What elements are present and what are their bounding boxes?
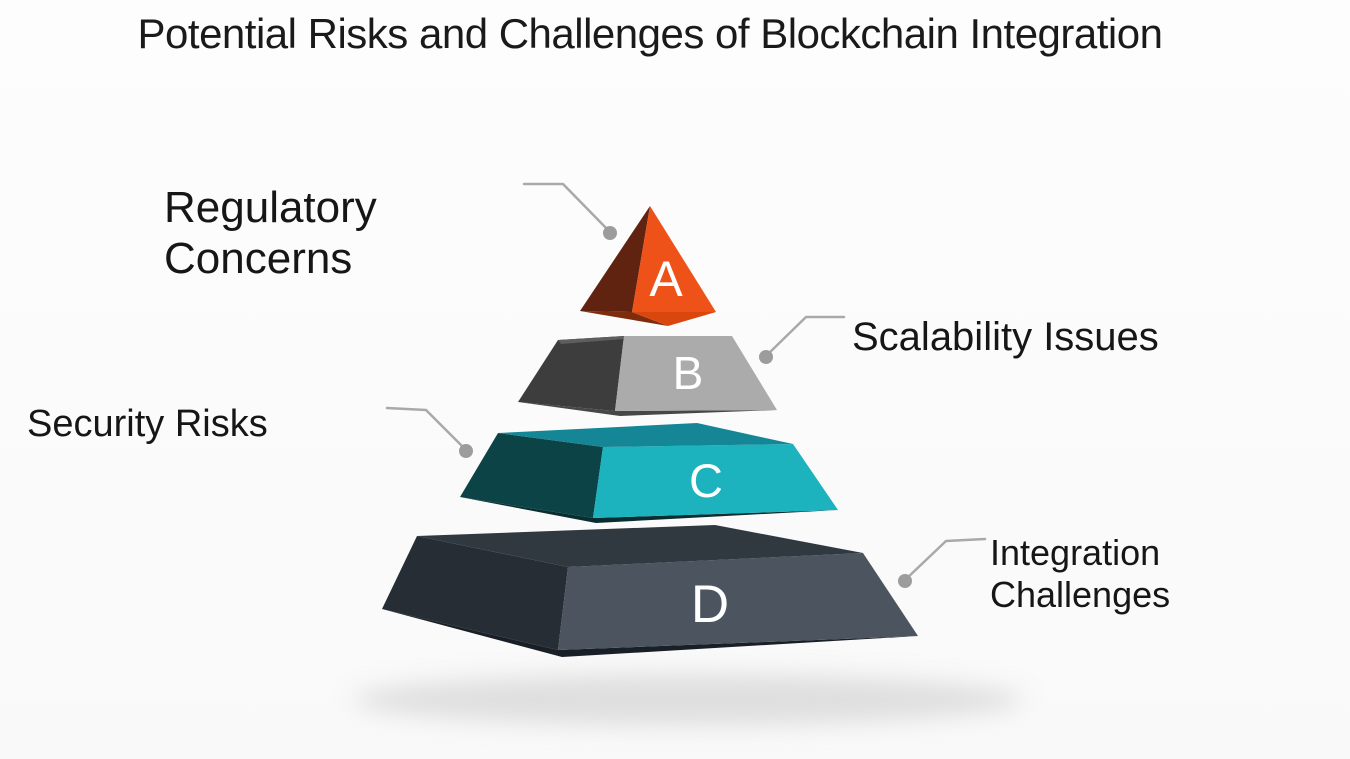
- label-security-risks: Security Risks: [27, 403, 268, 445]
- layer-c-bottom-face: [460, 497, 838, 523]
- layer-c-letter: C: [689, 454, 723, 507]
- layer-b-front-face: [615, 336, 777, 411]
- leader-line-regulatory: [522, 182, 612, 234]
- pyramid-layer-b: B: [518, 336, 777, 416]
- layer-a-front-face: [632, 206, 716, 312]
- pyramid-shadow: [353, 674, 1023, 726]
- layer-d-letter: D: [691, 575, 729, 634]
- pyramid-layer-c: C: [460, 423, 838, 523]
- leader-dot-scalability: [759, 350, 773, 364]
- layer-b-bottom-face: [518, 402, 777, 416]
- layer-b-letter: B: [673, 347, 704, 399]
- layer-a-letter: A: [649, 251, 683, 307]
- leader-dot-security: [459, 444, 473, 458]
- label-scalability-issues: Scalability Issues: [852, 315, 1159, 359]
- layer-c-top-face: [498, 423, 793, 447]
- layer-c-front-face: [593, 444, 838, 518]
- leader-line-security: [385, 406, 468, 452]
- layer-b-left-face: [518, 336, 624, 411]
- page-title: Potential Risks and Challenges of Blockc…: [137, 10, 1163, 57]
- leader-line-integration: [903, 537, 987, 582]
- label-regulatory-concerns: Regulatory Concerns: [164, 183, 377, 284]
- layer-d-top-face: [417, 525, 863, 567]
- layer-a-left-face: [580, 206, 650, 312]
- leader-dot-integration: [898, 574, 912, 588]
- layer-d-left-face: [382, 536, 568, 650]
- leader-dot-regulatory: [603, 226, 617, 240]
- layer-a-bottom-face-left: [580, 311, 668, 326]
- layer-b-top-bevel: [558, 336, 624, 344]
- layer-a-bottom-face-right: [632, 312, 716, 326]
- pyramid-layer-d: D: [382, 525, 918, 657]
- pyramid-layer-a: A: [580, 206, 716, 326]
- layer-d-bottom-face: [382, 609, 918, 657]
- label-integration-challenges: Integration Challenges: [990, 532, 1171, 615]
- layer-d-front-face: [558, 553, 918, 650]
- leader-line-scalability: [764, 315, 846, 358]
- layer-c-left-face: [460, 433, 603, 518]
